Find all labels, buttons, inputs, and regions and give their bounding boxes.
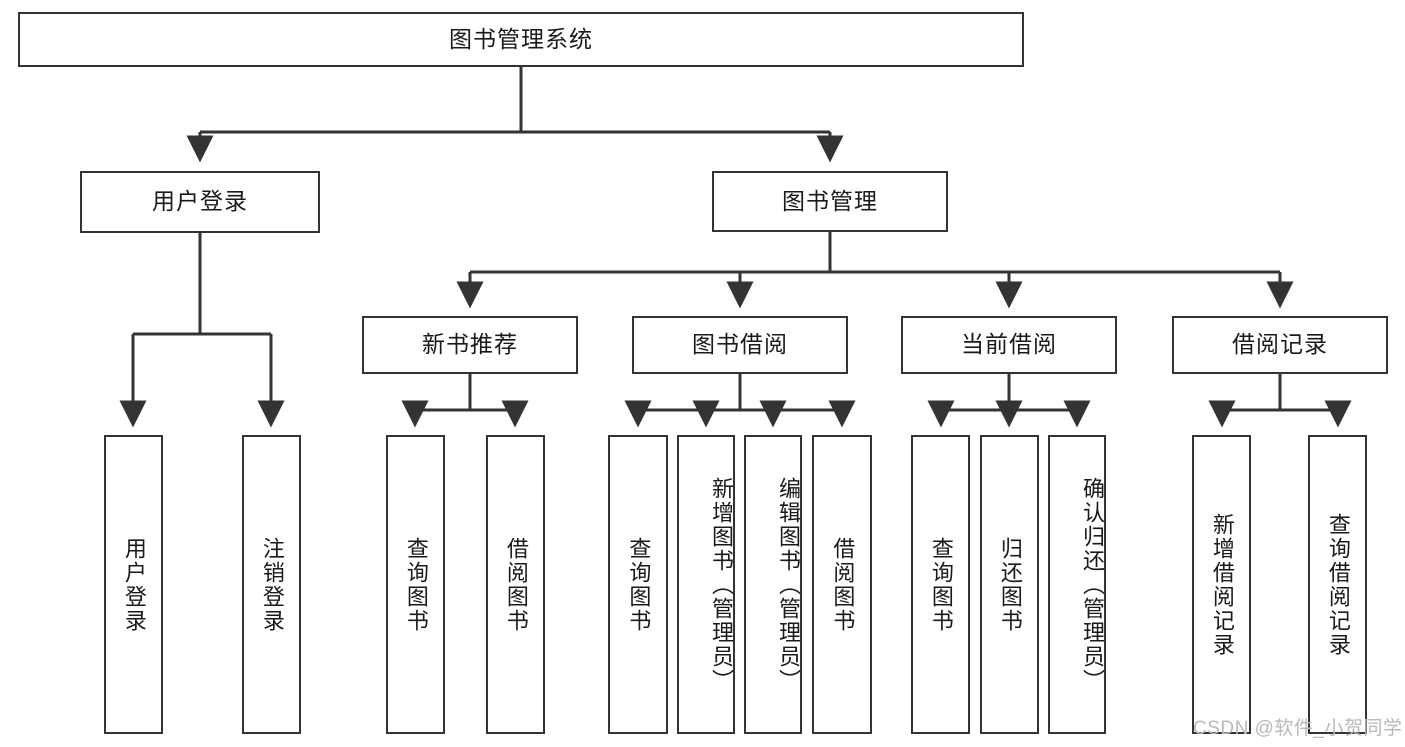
leaf-borrow-record-add[interactable]: 新增借阅记录 [1192, 435, 1251, 734]
node-label: 用户登录 [152, 188, 248, 215]
leaf-borrow-record-query[interactable]: 查询借阅记录 [1308, 435, 1367, 734]
node-label: 新增图书（管理员） [709, 476, 734, 693]
node-label: 归还图书 [997, 536, 1023, 633]
leaf-book-borrow-edit[interactable]: 编辑图书（管理员） [744, 435, 802, 734]
node-label: 图书管理 [782, 187, 878, 214]
node-book-borrow[interactable]: 图书借阅 [632, 316, 848, 374]
node-root-system[interactable]: 图书管理系统 [18, 12, 1024, 67]
node-book-management[interactable]: 图书管理 [712, 171, 948, 232]
node-label: 查询图书 [626, 536, 652, 633]
leaf-user-login-login[interactable]: 用户登录 [104, 435, 163, 734]
node-label: 查询借阅记录 [1325, 512, 1351, 657]
node-label: 用户登录 [121, 536, 147, 633]
node-new-book-recommend[interactable]: 新书推荐 [362, 316, 578, 374]
node-label: 图书管理系统 [449, 25, 593, 52]
node-label: 注销登录 [259, 536, 285, 633]
leaf-current-borrow-confirm-return[interactable]: 确认归还（管理员） [1048, 435, 1106, 734]
node-label: 编辑图书（管理员） [776, 476, 801, 693]
node-label: 图书借阅 [692, 331, 788, 358]
node-label: 新增借阅记录 [1209, 512, 1235, 657]
node-label: 确认归还（管理员） [1080, 476, 1105, 693]
leaf-current-borrow-query[interactable]: 查询图书 [911, 435, 970, 734]
leaf-book-borrow-borrow[interactable]: 借阅图书 [812, 435, 872, 734]
node-label: 借阅图书 [503, 536, 529, 633]
leaf-book-borrow-query[interactable]: 查询图书 [608, 435, 668, 734]
node-current-borrow[interactable]: 当前借阅 [901, 316, 1117, 374]
leaf-new-book-query[interactable]: 查询图书 [386, 435, 445, 734]
node-label: 借阅记录 [1232, 331, 1328, 358]
node-label: 查询图书 [403, 536, 429, 633]
leaf-user-login-logout[interactable]: 注销登录 [242, 435, 301, 734]
node-label: 借阅图书 [830, 536, 856, 633]
node-borrow-records[interactable]: 借阅记录 [1172, 316, 1388, 374]
node-label: 新书推荐 [422, 331, 518, 358]
csdn-watermark: CSDN @软件_小贺同学 [1193, 718, 1403, 739]
leaf-current-borrow-return[interactable]: 归还图书 [980, 435, 1039, 734]
node-label: 当前借阅 [961, 331, 1057, 358]
node-label: 查询图书 [928, 536, 954, 633]
leaf-book-borrow-add[interactable]: 新增图书（管理员） [677, 435, 735, 734]
node-user-login[interactable]: 用户登录 [80, 171, 320, 233]
leaf-new-book-borrow[interactable]: 借阅图书 [486, 435, 545, 734]
